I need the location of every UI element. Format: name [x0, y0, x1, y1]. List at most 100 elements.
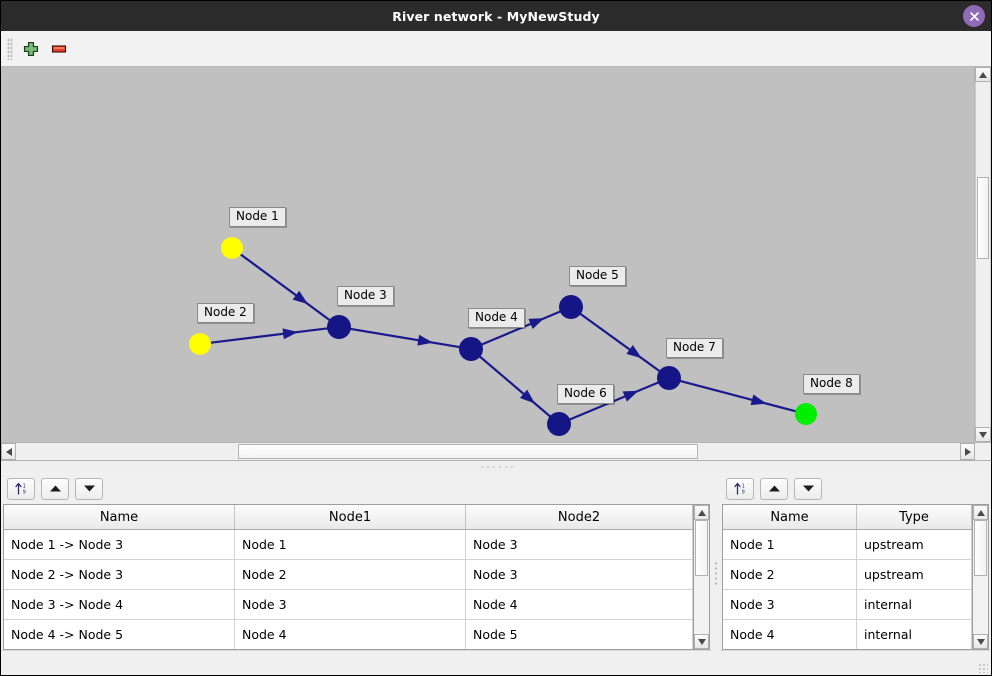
graph-edge[interactable] — [349, 327, 461, 349]
graph-edge[interactable] — [579, 312, 661, 373]
column-header-name[interactable]: Name — [4, 505, 235, 530]
graph-node-label-node-2[interactable]: Node 2 — [197, 303, 254, 323]
branch-vscroll-track[interactable] — [694, 520, 709, 634]
graph-edge-arrow — [519, 389, 535, 404]
branch-sort-button[interactable]: 1 9 — [7, 477, 35, 500]
branch-vscroll-thumb[interactable] — [695, 520, 708, 576]
node-table-vertical-scrollbar[interactable] — [972, 504, 989, 650]
table-cell[interactable]: internal — [856, 589, 972, 620]
branch-table-vertical-scrollbar[interactable] — [693, 504, 710, 650]
table-cell[interactable]: Node 2 -> Node 3 — [4, 559, 235, 590]
graph-node-node-3[interactable] — [327, 315, 351, 339]
table-cell[interactable]: Node 5 — [465, 619, 693, 649]
sort-ascending-icon: 1 9 — [14, 482, 25, 496]
canvas-horizontal-scrollbar[interactable] — [1, 442, 991, 460]
graph-node-label-node-5[interactable]: Node 5 — [569, 266, 626, 286]
table-cell[interactable]: Node 1 -> Node 3 — [4, 529, 235, 560]
graph-node-node-6[interactable] — [547, 412, 571, 436]
canvas-vscroll-thumb[interactable] — [977, 177, 989, 259]
scroll-up-button[interactable] — [975, 67, 991, 82]
close-window-button[interactable] — [963, 5, 985, 27]
branch-scroll-up-button[interactable] — [694, 505, 709, 520]
table-cell[interactable]: Node 1 — [234, 529, 466, 560]
window-title: River network - MyNewStudy — [392, 8, 600, 24]
scroll-left-button[interactable] — [1, 443, 16, 460]
table-cell[interactable]: Node 2 — [234, 559, 466, 590]
delete-node-button[interactable] — [45, 35, 73, 63]
branch-pane-toolbar: 1 9 — [1, 473, 712, 504]
graph-edge-arrow — [626, 345, 642, 359]
network-canvas[interactable]: Node 1 Node 2 Node 3 Node 4 Node 5 Node 6 Node… — [1, 67, 974, 442]
node-scroll-up-button[interactable] — [973, 505, 988, 520]
graph-node-label-node-3[interactable]: Node 3 — [337, 286, 394, 306]
node-vscroll-thumb[interactable] — [974, 520, 987, 576]
graph-edge[interactable] — [478, 355, 552, 418]
node-move-down-button[interactable] — [794, 477, 822, 500]
canvas-hscroll-track[interactable] — [16, 443, 960, 460]
graph-edge[interactable] — [239, 253, 331, 322]
horizontal-splitter[interactable] — [1, 460, 991, 473]
scroll-down-button[interactable] — [975, 427, 991, 442]
node-sort-button[interactable]: 1 9 — [726, 477, 754, 500]
graph-edge[interactable] — [209, 327, 329, 344]
table-cell[interactable]: upstream — [856, 559, 972, 590]
graph-node-node-7[interactable] — [657, 366, 681, 390]
table-cell[interactable]: Node 3 — [723, 589, 857, 620]
canvas-vertical-scrollbar[interactable] — [974, 67, 991, 442]
node-scroll-down-button[interactable] — [973, 634, 988, 649]
node-move-up-button[interactable] — [760, 477, 788, 500]
table-cell[interactable]: Node 4 — [723, 619, 857, 649]
branch-move-up-button[interactable] — [41, 477, 69, 500]
table-cell[interactable]: Node 2 — [723, 559, 857, 590]
graph-node-label-node-8[interactable]: Node 8 — [803, 374, 860, 394]
table-cell[interactable]: Node 4 -> Node 5 — [4, 619, 235, 649]
toolbar-drag-grip[interactable] — [7, 37, 13, 60]
table-cell[interactable]: Node 1 — [723, 529, 857, 560]
graph-node-label-node-4[interactable]: Node 4 — [468, 308, 525, 328]
node-vscroll-track[interactable] — [973, 520, 988, 634]
graph-edge[interactable] — [679, 379, 797, 413]
add-node-button[interactable] — [17, 35, 45, 63]
graph-node-label-node-1[interactable]: Node 1 — [229, 207, 286, 227]
table-cell[interactable]: upstream — [856, 529, 972, 560]
graph-node-node-5[interactable] — [559, 295, 583, 319]
graph-node-node-8[interactable] — [795, 403, 817, 425]
column-header-node1[interactable]: Node1 — [234, 505, 466, 530]
window-resize-grip[interactable] — [978, 663, 988, 673]
scroll-right-button[interactable] — [960, 443, 975, 460]
column-header-node2[interactable]: Node2 — [465, 505, 693, 530]
table-cell[interactable]: Node 3 — [465, 529, 693, 560]
graph-node-label-node-6[interactable]: Node 6 — [557, 384, 614, 404]
canvas-hscroll-thumb[interactable] — [238, 444, 698, 459]
graph-node-node-2[interactable] — [189, 333, 211, 355]
table-cell[interactable]: Node 4 — [465, 589, 693, 620]
graph-node-node-4[interactable] — [459, 337, 483, 361]
column-header-type[interactable]: Type — [856, 505, 972, 530]
graph-node-node-1[interactable] — [221, 237, 243, 259]
canvas-vscroll-track[interactable] — [975, 82, 991, 427]
graph-node-label-node-7[interactable]: Node 7 — [666, 338, 723, 358]
table-cell[interactable]: internal — [856, 619, 972, 649]
branch-move-down-button[interactable] — [75, 477, 103, 500]
graph-edge[interactable] — [480, 310, 562, 346]
add-plus-icon — [23, 41, 39, 56]
branch-scroll-down-button[interactable] — [694, 634, 709, 649]
table-cell[interactable]: Node 3 — [465, 559, 693, 590]
table-cell[interactable]: Node 4 — [234, 619, 466, 649]
table-cell[interactable]: Node 3 -> Node 4 — [4, 589, 235, 620]
table-cell[interactable]: Node 3 — [234, 589, 466, 620]
column-header-name[interactable]: Name — [723, 505, 857, 530]
vertical-splitter[interactable] — [712, 473, 720, 675]
graph-edge[interactable] — [568, 381, 660, 421]
